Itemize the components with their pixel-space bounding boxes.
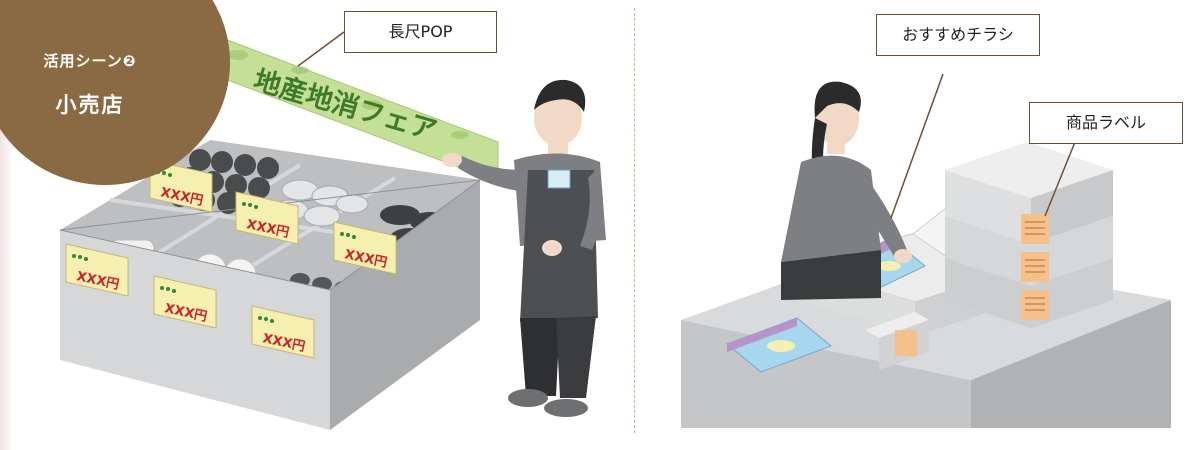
price-tag: XXX円 [65, 243, 129, 297]
price-tag: XXX円 [333, 221, 397, 275]
counter-scene [681, 73, 1171, 428]
price-tag: XXX円 [149, 159, 213, 213]
badge-title: 小売店 [55, 93, 125, 117]
long-pop-callout: 長尺POP [344, 11, 497, 53]
store-worker-figure [781, 81, 912, 300]
produce-display-scene: 地産地消フェア [59, 31, 606, 430]
product-label-callout: 商品ラベル [1029, 102, 1183, 144]
store-clerk-figure [442, 79, 606, 417]
price-tag: XXX円 [251, 305, 315, 359]
price-tag: XXX円 [153, 275, 217, 329]
price-tag: XXX円 [235, 191, 299, 245]
pop-sign-text: 地産地消フェア [250, 64, 440, 147]
product-box-stack [865, 142, 1113, 370]
recommended-flyer-callout: おすすめチラシ [876, 14, 1040, 56]
badge-scene-label: 活用シーン❷ [43, 52, 137, 70]
scene-divider [634, 8, 635, 433]
